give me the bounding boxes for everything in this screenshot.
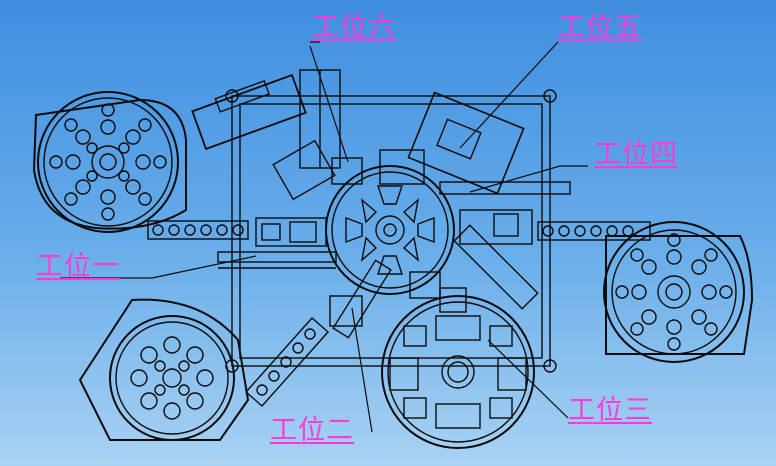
chute-bottom-left — [245, 317, 329, 407]
station-module-top-right — [379, 91, 525, 195]
station-module-bottom — [329, 259, 441, 339]
station-2-label: 工位二 — [270, 415, 354, 446]
base-inner-frame — [239, 103, 543, 359]
station-module-bottom-right — [439, 224, 539, 313]
station-module-top-left — [272, 69, 363, 201]
station-5-label: 工位五 — [558, 12, 642, 43]
feeder-bowl-bottom-left — [78, 298, 250, 441]
feeder-bowl-right — [603, 221, 754, 363]
station-1-label: 工位一 — [36, 251, 120, 282]
index-turntable — [325, 165, 455, 295]
station-6-label: 工位六 — [312, 12, 396, 43]
conveyor-left — [147, 220, 249, 240]
controller-box — [191, 73, 307, 151]
conveyor-right — [537, 221, 651, 241]
station-module-left — [217, 217, 337, 269]
leader-lines — [60, 41, 588, 433]
station-4-label: 工位四 — [594, 139, 678, 170]
feeder-bowl-top-left — [32, 91, 187, 233]
base-frame — [231, 95, 551, 367]
station-3-label: 工位三 — [568, 395, 652, 426]
rotary-tray-bottom — [381, 295, 535, 449]
